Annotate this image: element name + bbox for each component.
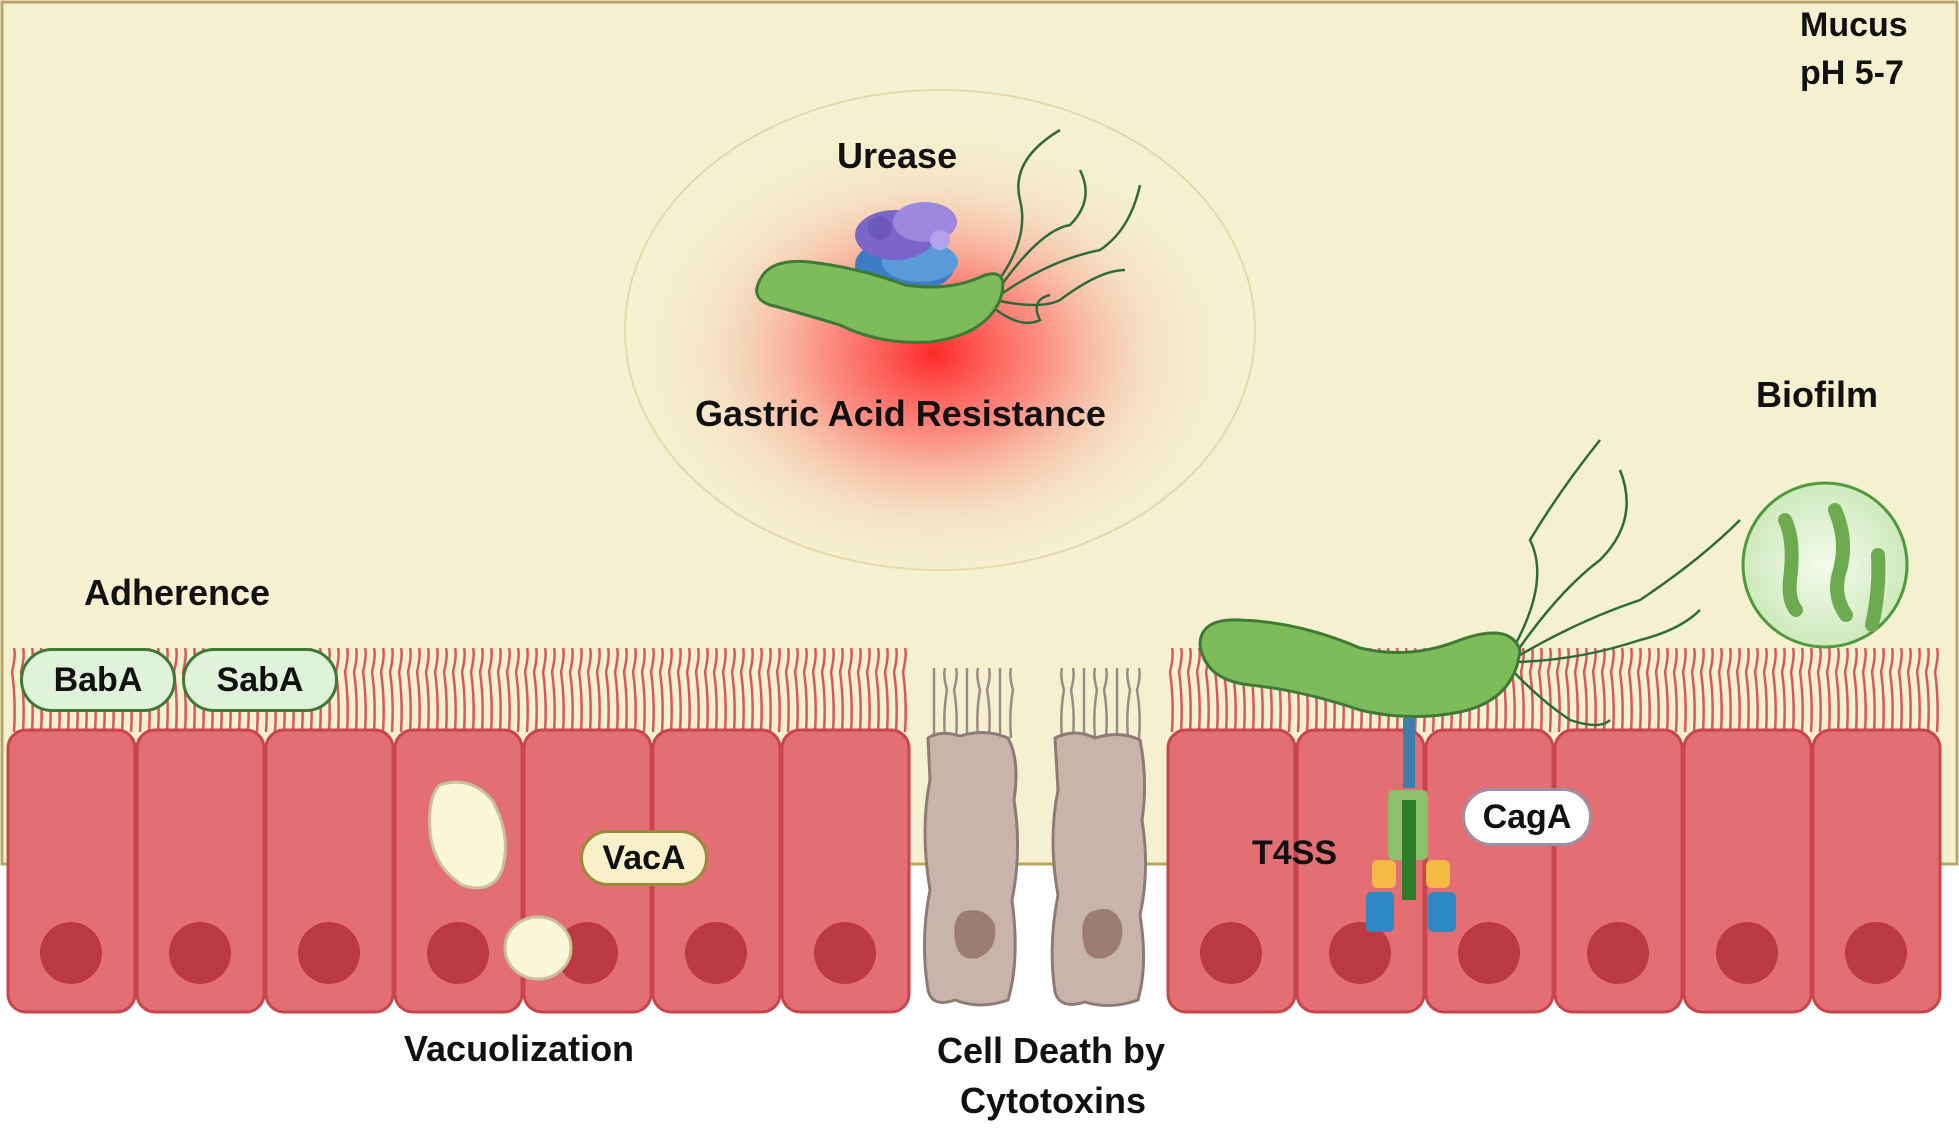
saba-protein-pill: SabA xyxy=(182,648,338,712)
urease-bacterium xyxy=(755,128,1142,344)
epithelial-cell xyxy=(264,728,395,1014)
caga-protein-pill: CagA xyxy=(1462,788,1592,846)
epithelial-cell xyxy=(1682,728,1813,1014)
vacuole xyxy=(428,780,507,890)
nucleus xyxy=(298,922,360,984)
epithelial-cell xyxy=(1166,728,1297,1014)
adherence-title: Adherence xyxy=(84,572,271,613)
cell-death-caption-line-2: Cytotoxins xyxy=(960,1080,1147,1121)
nucleus xyxy=(1200,922,1262,984)
epithelial-cell xyxy=(6,728,137,1014)
nucleus xyxy=(814,922,876,984)
nucleus xyxy=(40,922,102,984)
nucleus xyxy=(1587,922,1649,984)
t4ss-label: T4SS xyxy=(1252,834,1338,872)
nucleus xyxy=(1716,922,1778,984)
nucleus xyxy=(169,922,231,984)
t4ss-apparatus xyxy=(1366,718,1456,932)
dead-cell xyxy=(922,731,1020,1007)
nucleus xyxy=(556,922,618,984)
epithelial-cell xyxy=(780,728,911,1014)
epithelial-cell xyxy=(1553,728,1684,1014)
vacuole xyxy=(503,915,573,981)
nucleus xyxy=(685,922,747,984)
vacuolization-caption: Vacuolization xyxy=(404,1028,635,1069)
dead-cell-nucleus xyxy=(954,910,996,959)
epithelial-cell xyxy=(651,728,782,1014)
cell-death-caption-line-1: Cell Death by xyxy=(937,1030,1166,1071)
mucus-label-line-2: pH 5-7 xyxy=(1800,54,1904,92)
urease-title: Urease xyxy=(837,135,958,176)
biofilm-title: Biofilm xyxy=(1756,374,1878,415)
nucleus xyxy=(1329,922,1391,984)
microvilli-dead xyxy=(932,667,1141,739)
biofilm xyxy=(1741,481,1909,649)
mucus-label-line-1: Mucus xyxy=(1800,6,1908,44)
flagella xyxy=(989,128,1142,325)
attached-bacterium xyxy=(1198,439,1741,727)
epithelial-cell xyxy=(1811,728,1942,1014)
nucleus xyxy=(1845,922,1907,984)
nucleus xyxy=(1458,922,1520,984)
dead-cell-nucleus xyxy=(1082,908,1123,959)
baba-protein-pill: BabA xyxy=(20,648,176,712)
epithelial-cell xyxy=(135,728,266,1014)
vaca-protein-pill: VacA xyxy=(580,830,708,886)
dead-cells xyxy=(922,731,1148,1007)
flagella xyxy=(1511,439,1741,727)
dead-cell xyxy=(1050,731,1148,1007)
gastric-acid-resistance-label: Gastric Acid Resistance xyxy=(695,393,1106,434)
nucleus xyxy=(427,922,489,984)
